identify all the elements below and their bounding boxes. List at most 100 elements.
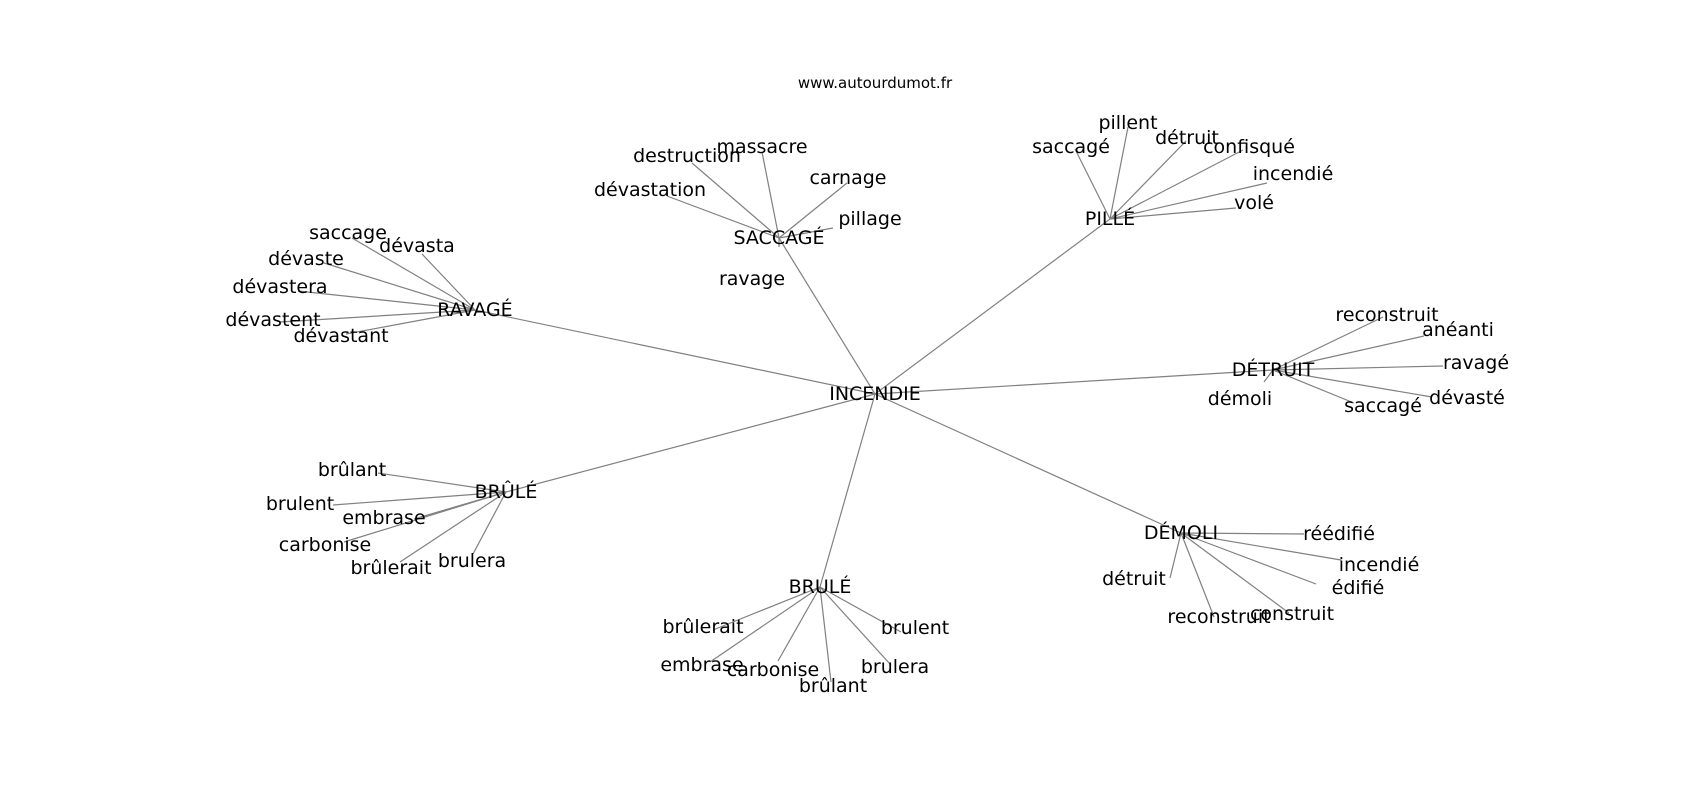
edge-demoli-incendie bbox=[1180, 532, 1342, 561]
edge-detruit-aneanti bbox=[1272, 335, 1425, 371]
edge-saccage-devastation bbox=[666, 195, 780, 239]
edge-brule-brulera bbox=[819, 586, 891, 665]
edge-ravage-devastent bbox=[279, 309, 476, 323]
edge-demoli-construit bbox=[1180, 532, 1290, 614]
edge-center-pille bbox=[874, 218, 1111, 395]
leaf-ravage-devastent: dévastent bbox=[225, 309, 320, 331]
center-node: INCENDIE bbox=[829, 383, 921, 405]
edge-detruit-ravage bbox=[1272, 365, 1444, 371]
leaf-demoli-construit: construit bbox=[1250, 603, 1334, 625]
leaf-brule-brulant: brûlant bbox=[318, 459, 386, 481]
leaf-brule-brulent: brulent bbox=[881, 617, 949, 639]
edge-ravage-devasta bbox=[421, 253, 476, 311]
edge-pille-saccage bbox=[1074, 148, 1111, 220]
edge-brule-brulerait bbox=[399, 491, 507, 563]
hub-demoli: DÉMOLI bbox=[1144, 521, 1218, 544]
edge-detruit-demoli bbox=[1263, 369, 1274, 383]
leaf-pille-pillent: pillent bbox=[1098, 112, 1157, 134]
leaf-brule-brulant: brûlant bbox=[799, 675, 867, 697]
edge-saccage-carnage bbox=[778, 182, 848, 239]
leaf-pille-vole: volé bbox=[1234, 192, 1274, 214]
leaf-brule-carbonise: carbonise bbox=[279, 534, 372, 556]
edge-demoli-edifie bbox=[1180, 532, 1317, 585]
hub-ravage: RAVAGÉ bbox=[437, 298, 512, 321]
leaf-brule-brulent: brulent bbox=[266, 493, 334, 515]
edge-brule-brulant bbox=[819, 586, 832, 683]
hub-detruit: DÉTRUIT bbox=[1232, 358, 1315, 381]
edge-center-demoli bbox=[874, 393, 1182, 534]
hub-brule: BRÛLÉ bbox=[475, 479, 538, 503]
leaf-demoli-incendie: incendié bbox=[1339, 554, 1420, 576]
leaf-pille-confisque: confisqué bbox=[1203, 136, 1295, 158]
edge-center-saccage bbox=[778, 237, 876, 395]
leaf-brule-brulerait: brûlerait bbox=[350, 557, 431, 579]
edge-demoli-detruit bbox=[1169, 532, 1182, 579]
leaf-brule-brulera: brulera bbox=[861, 656, 929, 678]
hub-pille: PILLÉ bbox=[1085, 207, 1135, 230]
edge-pille-incendie bbox=[1109, 182, 1268, 220]
hub-brule: BRULÉ bbox=[789, 575, 852, 598]
leaf-saccage-massacre: massacre bbox=[716, 136, 807, 158]
leaf-ravage-devastant: dévastant bbox=[293, 325, 388, 347]
edge-brule-brulent bbox=[332, 491, 507, 506]
edge-ravage-devaste bbox=[323, 262, 476, 311]
leaf-detruit-aneanti: anéanti bbox=[1422, 319, 1494, 341]
leaf-saccage-devastation: dévastation bbox=[594, 179, 706, 201]
leaf-brule-brulerait: brûlerait bbox=[662, 616, 743, 638]
edge-brule-brulerait bbox=[712, 586, 821, 631]
leaf-ravage-devastera: dévastera bbox=[232, 276, 327, 298]
hub-saccage: SACCAGÉ bbox=[733, 226, 824, 249]
leaf-pille-detruit: détruit bbox=[1155, 127, 1219, 149]
leaf-detruit-ravage: ravagé bbox=[1443, 352, 1509, 374]
leaf-brule-brulera: brulera bbox=[438, 550, 506, 572]
edge-demoli-reedifie bbox=[1180, 532, 1305, 535]
leaf-detruit-devaste: dévasté bbox=[1429, 387, 1505, 409]
leaf-detruit-demoli: démoli bbox=[1208, 388, 1272, 410]
leaf-saccage-carnage: carnage bbox=[809, 167, 886, 189]
leaf-saccage-pillage: pillage bbox=[838, 208, 901, 230]
edge-detruit-devaste bbox=[1272, 369, 1433, 398]
leaf-saccage-destruction: destruction bbox=[633, 145, 741, 167]
edge-detruit-saccage bbox=[1272, 369, 1355, 404]
edge-brule-embrase bbox=[709, 586, 821, 663]
edge-pille-pillent bbox=[1109, 126, 1129, 220]
source-label: www.autourdumot.fr bbox=[798, 74, 953, 92]
edge-ravage-devastera bbox=[297, 290, 476, 311]
edge-center-detruit bbox=[874, 369, 1274, 395]
leaf-brule-embrase: embrase bbox=[660, 654, 743, 676]
edge-saccage-massacre bbox=[761, 151, 780, 239]
leaf-demoli-detruit: détruit bbox=[1102, 568, 1166, 590]
leaf-demoli-edifie: édifié bbox=[1332, 577, 1385, 599]
leaf-ravage-devaste: dévaste bbox=[268, 248, 344, 270]
graph-edges bbox=[279, 126, 1444, 683]
leaf-ravage-saccage: saccage bbox=[309, 222, 387, 244]
edge-saccage-destruction bbox=[691, 162, 780, 239]
edge-brule-brulent bbox=[819, 586, 902, 633]
edge-pille-vole bbox=[1109, 207, 1237, 220]
edge-brule-brulant bbox=[377, 472, 507, 493]
edge-demoli-reconstruit bbox=[1180, 532, 1215, 618]
leaf-detruit-reconstruit: reconstruit bbox=[1335, 304, 1438, 326]
edge-ravage-saccage bbox=[351, 237, 476, 311]
edge-center-brule bbox=[819, 393, 876, 588]
edge-pille-confisque bbox=[1109, 149, 1244, 220]
leaf-saccage-ravage: ravage bbox=[719, 268, 785, 290]
edge-center-ravage bbox=[474, 309, 876, 395]
leaf-brule-carbonise: carbonise bbox=[727, 659, 820, 681]
edge-pille-detruit bbox=[1109, 140, 1187, 220]
leaf-demoli-reedifie: réédifié bbox=[1303, 523, 1375, 545]
leaf-demoli-reconstruit: reconstruit bbox=[1167, 606, 1270, 628]
edge-brule-carbonise bbox=[777, 586, 821, 662]
leaf-pille-saccage: saccagé bbox=[1032, 136, 1110, 158]
leaf-pille-incendie: incendié bbox=[1253, 163, 1334, 185]
edge-brule-carbonise bbox=[343, 491, 507, 543]
edge-ravage-devastant bbox=[345, 309, 476, 335]
edge-brule-brulera bbox=[472, 491, 507, 555]
edge-saccage-pillage bbox=[778, 227, 834, 239]
edge-detruit-reconstruit bbox=[1272, 316, 1384, 371]
leaf-brule-embrase: embrase bbox=[342, 507, 425, 529]
leaf-ravage-devasta: dévasta bbox=[379, 235, 455, 257]
edge-center-brule bbox=[505, 393, 876, 493]
